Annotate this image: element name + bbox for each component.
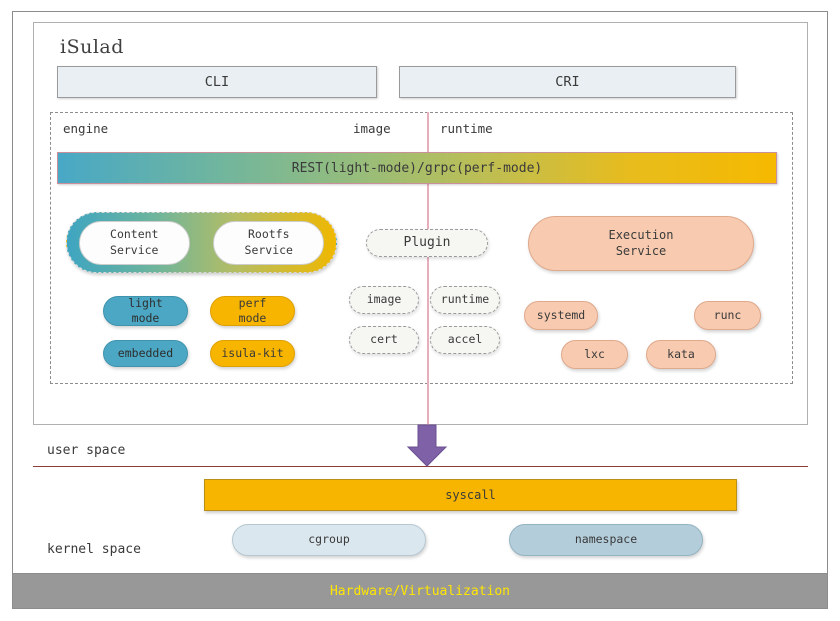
systemd-label: systemd (536, 307, 586, 322)
user-kernel-divider (33, 466, 808, 468)
down-arrow-icon (406, 424, 448, 467)
runtime-pill-runc[interactable]: runc (694, 301, 761, 330)
rootfs-service-pill[interactable]: Rootfs Service (213, 220, 325, 265)
kernel-pill-cgroup[interactable]: cgroup (232, 524, 426, 556)
engine-pill-light-mode[interactable]: light mode (103, 296, 188, 326)
user-space-label: user space (47, 443, 126, 458)
cri-box[interactable]: CRI (399, 66, 736, 98)
rest-grpc-label: REST(light-mode)/grpc(perf-mode) (291, 160, 543, 176)
embedded-label: embedded (117, 345, 174, 360)
column-label-engine: engine (63, 121, 109, 136)
hardware-virtualization-bar: Hardware/Virtualization (12, 573, 828, 609)
storage-service-capsule: Content Service Rootfs Service (66, 212, 337, 273)
content-service-label-2: Service (110, 242, 159, 257)
plugin-label: Plugin (403, 235, 451, 251)
content-service-pill[interactable]: Content Service (78, 220, 190, 265)
image-runtime-divider (427, 112, 429, 425)
rootfs-service-label-1: Rootfs (247, 227, 290, 242)
plugin-cert-label: cert (370, 332, 398, 347)
engine-pill-perf-mode[interactable]: perf mode (210, 296, 295, 326)
plugin-image-label: image (366, 292, 402, 307)
light-mode-label-1: light (128, 295, 163, 310)
execution-service-pill[interactable]: Execution Service (528, 216, 754, 271)
syscall-bar: syscall (204, 479, 737, 511)
light-mode-label-2: mode (131, 311, 160, 325)
rootfs-service-label-2: Service (244, 242, 293, 257)
cgroup-label: cgroup (308, 532, 350, 547)
lxc-label: lxc (584, 346, 605, 361)
runc-label: runc (713, 307, 742, 322)
column-label-image: image (353, 121, 391, 136)
page-title: iSulad (60, 36, 124, 58)
runtime-pill-lxc[interactable]: lxc (561, 340, 628, 369)
kernel-space-label: kernel space (47, 542, 141, 557)
cli-label: CLI (204, 74, 230, 90)
hardware-label: Hardware/Virtualization (329, 583, 510, 599)
content-service-label-1: Content (110, 227, 159, 242)
plugin-accel-label: accel (447, 332, 483, 347)
runtime-pill-systemd[interactable]: systemd (524, 301, 598, 330)
engine-pill-embedded[interactable]: embedded (103, 340, 188, 367)
kata-label: kata (667, 346, 695, 361)
execution-service-label-1: Execution (608, 227, 674, 242)
syscall-label: syscall (445, 488, 496, 502)
cli-box[interactable]: CLI (57, 66, 377, 98)
plugin-pill-accel[interactable]: accel (430, 326, 500, 354)
namespace-label: namespace (574, 532, 638, 547)
perf-mode-label-1: perf (238, 295, 267, 310)
runtime-pill-kata[interactable]: kata (646, 340, 716, 369)
rest-grpc-bar: REST(light-mode)/grpc(perf-mode) (57, 152, 777, 184)
cri-label: CRI (555, 74, 580, 90)
plugin-pill-image[interactable]: image (349, 286, 419, 314)
perf-mode-label-2: mode (238, 311, 267, 325)
plugin-runtime-label: runtime (440, 292, 490, 307)
plugin-pill[interactable]: Plugin (366, 229, 488, 257)
isula-kit-label: isula-kit (221, 345, 284, 360)
plugin-pill-runtime[interactable]: runtime (430, 286, 500, 314)
execution-service-label-2: Service (615, 243, 667, 258)
column-label-runtime: runtime (440, 121, 493, 136)
plugin-pill-cert[interactable]: cert (349, 326, 419, 354)
engine-pill-isula-kit[interactable]: isula-kit (210, 340, 295, 367)
kernel-pill-namespace[interactable]: namespace (509, 524, 703, 556)
